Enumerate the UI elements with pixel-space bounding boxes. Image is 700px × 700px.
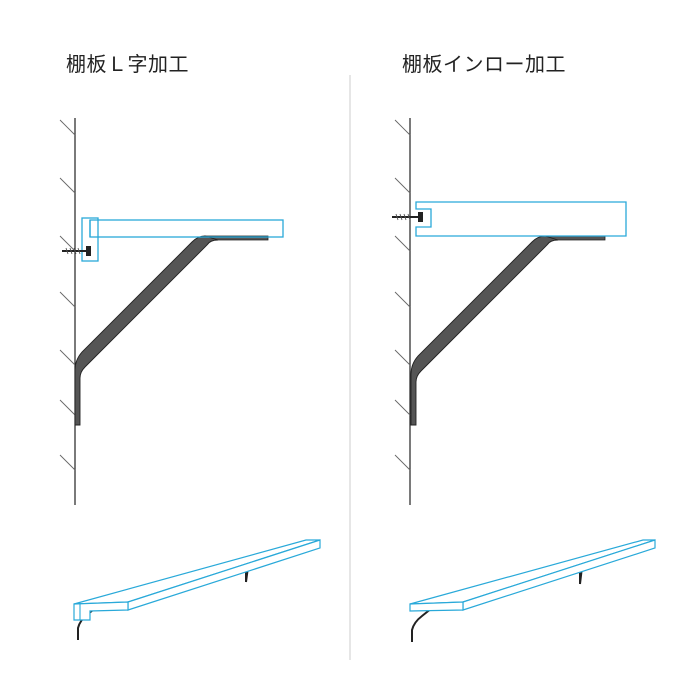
- right-panel-title: 棚板インロー加工: [402, 52, 566, 76]
- left-panel-title: 棚板Ｌ字加工: [66, 52, 189, 76]
- right-shelf-board: [415, 201, 627, 237]
- right-screw-icon: [392, 212, 423, 222]
- left-shelf-board: [81, 217, 284, 262]
- right-wall-section: [394, 118, 411, 505]
- left-isometric-shelf: [73, 539, 321, 640]
- left-bracket: [74, 235, 269, 426]
- right-bracket: [410, 235, 606, 426]
- left-wall-section: [59, 118, 76, 505]
- right-isometric-shelf: [409, 539, 656, 642]
- left-screw-icon: [62, 246, 91, 256]
